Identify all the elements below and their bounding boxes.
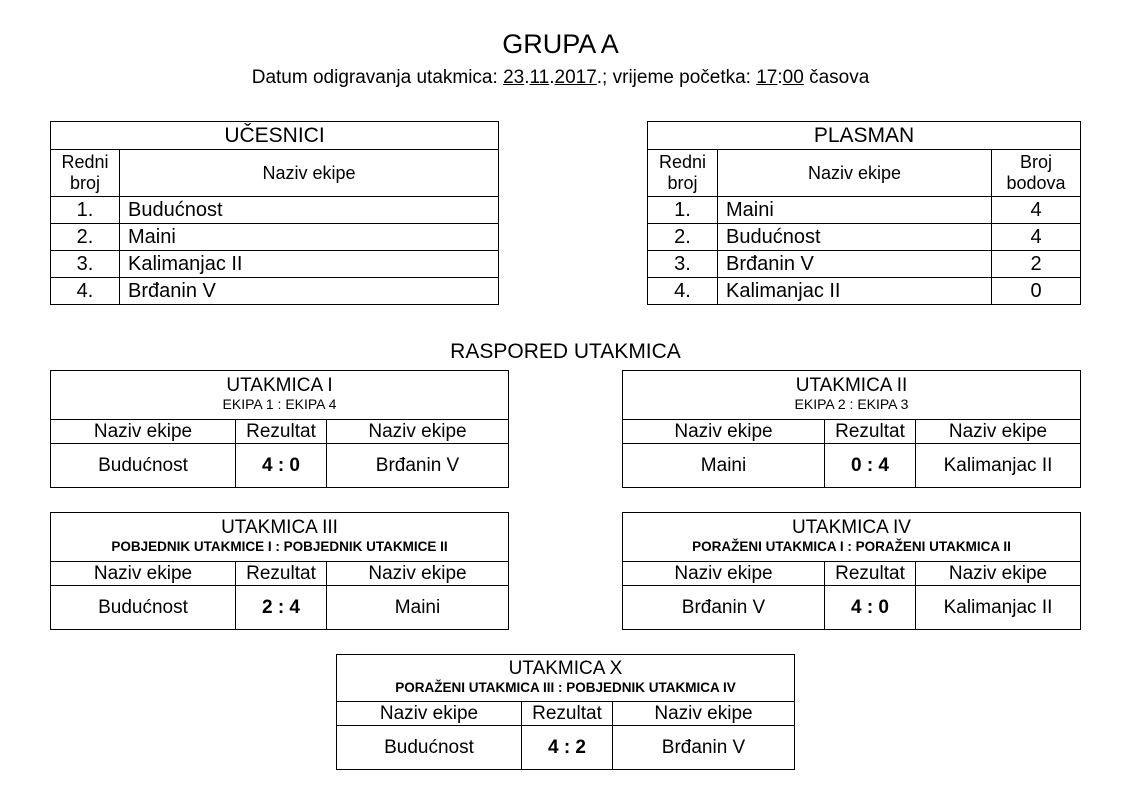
col-home-team: Naziv ekipe — [622, 561, 825, 586]
table-row: 3. Brđanin V 2 — [647, 250, 1081, 278]
match-table-1: UTAKMICA I EKIPA 1 : EKIPA 4 Naziv ekipe… — [50, 370, 509, 488]
home-team: Brđanin V — [622, 585, 825, 630]
col-result: Rezultat — [824, 561, 916, 586]
standings-table: PLASMAN Redni broj Naziv ekipe Broj bodo… — [647, 121, 1081, 305]
standings-col-name: Naziv ekipe — [717, 149, 992, 197]
match-score: 4 : 0 — [824, 585, 916, 630]
col-home-team: Naziv ekipe — [50, 419, 236, 444]
match-score: 2 : 4 — [235, 585, 327, 630]
away-team: Kalimanjac II — [915, 443, 1081, 488]
table-row: 3. Kalimanjac II — [50, 250, 499, 278]
match-subtitle: PORAŽENI UTAKMICA III : POBJEDNIK UTAKMI… — [395, 680, 736, 695]
table-row: 4. Brđanin V — [50, 277, 499, 305]
table-row: 4. Kalimanjac II 0 — [647, 277, 1081, 305]
match-title: UTAKMICA X — [508, 658, 623, 679]
team-cell: Brđanin V — [119, 277, 499, 305]
match-table-4: UTAKMICA IV PORAŽENI UTAKMICA I : PORAŽE… — [622, 512, 1081, 630]
col-home-team: Naziv ekipe — [622, 419, 825, 444]
away-team: Brđanin V — [326, 443, 509, 488]
date-prefix: Datum odigravanja utakmica: — [251, 67, 504, 88]
date-day: 23 — [503, 67, 525, 88]
match-score: 4 : 0 — [235, 443, 327, 488]
participants-table: UČESNICI Redni broj Naziv ekipe 1. Buduć… — [50, 121, 499, 305]
match-title: UTAKMICA IV — [792, 517, 911, 538]
points-cell: 0 — [991, 277, 1081, 305]
col-result: Rezultat — [824, 419, 916, 444]
team-cell: Maini — [119, 223, 499, 251]
match-subtitle: PORAŽENI UTAKMICA I : PORAŽENI UTAKMICA … — [692, 539, 1011, 554]
match-header: UTAKMICA II EKIPA 2 : EKIPA 3 — [622, 370, 1081, 420]
rank-cell: 3. — [647, 250, 718, 278]
date-year: 2017 — [554, 67, 597, 88]
col-result: Rezultat — [235, 419, 327, 444]
team-cell: Kalimanjac II — [119, 250, 499, 278]
rank-cell: 1. — [50, 196, 120, 224]
home-team: Maini — [622, 443, 825, 488]
rank-cell: 4. — [50, 277, 120, 305]
match-subtitle: EKIPA 2 : EKIPA 3 — [794, 396, 909, 412]
match-header: UTAKMICA X PORAŽENI UTAKMICA III : POBJE… — [336, 654, 795, 702]
col-result: Rezultat — [521, 701, 613, 726]
team-cell: Maini — [717, 196, 992, 224]
match-date-line: Datum odigravanja utakmica: 23.11.2017.;… — [251, 67, 870, 88]
match-header: UTAKMICA IV PORAŽENI UTAKMICA I : PORAŽE… — [622, 512, 1081, 562]
standings-caption: PLASMAN — [647, 121, 1081, 150]
team-cell: Brđanin V — [717, 250, 992, 278]
points-cell: 4 — [991, 223, 1081, 251]
match-subtitle: POBJEDNIK UTAKMICE I : POBJEDNIK UTAKMIC… — [111, 539, 448, 554]
col-home-team: Naziv ekipe — [336, 701, 522, 726]
standings-col-points: Broj bodova — [991, 149, 1081, 197]
team-cell: Kalimanjac II — [717, 277, 992, 305]
away-team: Brđanin V — [612, 725, 795, 770]
time-suffix: časova — [803, 67, 870, 88]
match-header: UTAKMICA III POBJEDNIK UTAKMICE I : POBJ… — [50, 512, 509, 562]
time-minute: 00 — [782, 67, 804, 88]
match-title: UTAKMICA III — [221, 517, 338, 538]
participants-col-name: Naziv ekipe — [119, 149, 499, 197]
schedule-title: RASPORED UTAKMICA — [450, 340, 681, 363]
participants-caption: UČESNICI — [50, 121, 499, 150]
away-team: Maini — [326, 585, 509, 630]
points-cell: 4 — [991, 196, 1081, 224]
page-title: GRUPA A — [502, 29, 619, 59]
match-header: UTAKMICA I EKIPA 1 : EKIPA 4 — [50, 370, 509, 420]
col-away-team: Naziv ekipe — [612, 701, 795, 726]
match-title: UTAKMICA I — [226, 375, 333, 396]
col-result: Rezultat — [235, 561, 327, 586]
match-subtitle: EKIPA 1 : EKIPA 4 — [222, 396, 337, 412]
rank-cell: 2. — [50, 223, 120, 251]
home-team: Budućnost — [50, 585, 236, 630]
match-table-2: UTAKMICA II EKIPA 2 : EKIPA 3 Naziv ekip… — [622, 370, 1081, 488]
time-prefix: .; vrijeme početka: — [596, 67, 757, 88]
rank-cell: 3. — [50, 250, 120, 278]
match-table-3: UTAKMICA III POBJEDNIK UTAKMICE I : POBJ… — [50, 512, 509, 630]
table-row: 1. Budućnost — [50, 196, 499, 224]
rank-cell: 1. — [647, 196, 718, 224]
away-team: Kalimanjac II — [915, 585, 1081, 630]
col-away-team: Naziv ekipe — [915, 419, 1081, 444]
home-team: Budućnost — [50, 443, 236, 488]
col-away-team: Naziv ekipe — [915, 561, 1081, 586]
match-score: 4 : 2 — [521, 725, 613, 770]
col-home-team: Naziv ekipe — [50, 561, 236, 586]
table-row: 2. Budućnost 4 — [647, 223, 1081, 251]
match-title: UTAKMICA II — [795, 375, 908, 396]
rank-cell: 4. — [647, 277, 718, 305]
match-table-x: UTAKMICA X PORAŽENI UTAKMICA III : POBJE… — [336, 654, 795, 770]
table-row: 1. Maini 4 — [647, 196, 1081, 224]
match-score: 0 : 4 — [824, 443, 916, 488]
home-team: Budućnost — [336, 725, 522, 770]
participants-col-rank: Redni broj — [50, 149, 120, 197]
date-month: 11 — [529, 67, 550, 88]
col-away-team: Naziv ekipe — [326, 561, 509, 586]
points-cell: 2 — [991, 250, 1081, 278]
team-cell: Budućnost — [717, 223, 992, 251]
standings-col-rank: Redni broj — [647, 149, 718, 197]
table-row: 2. Maini — [50, 223, 499, 251]
team-cell: Budućnost — [119, 196, 499, 224]
time-hour: 17 — [756, 67, 778, 88]
col-away-team: Naziv ekipe — [326, 419, 509, 444]
rank-cell: 2. — [647, 223, 718, 251]
